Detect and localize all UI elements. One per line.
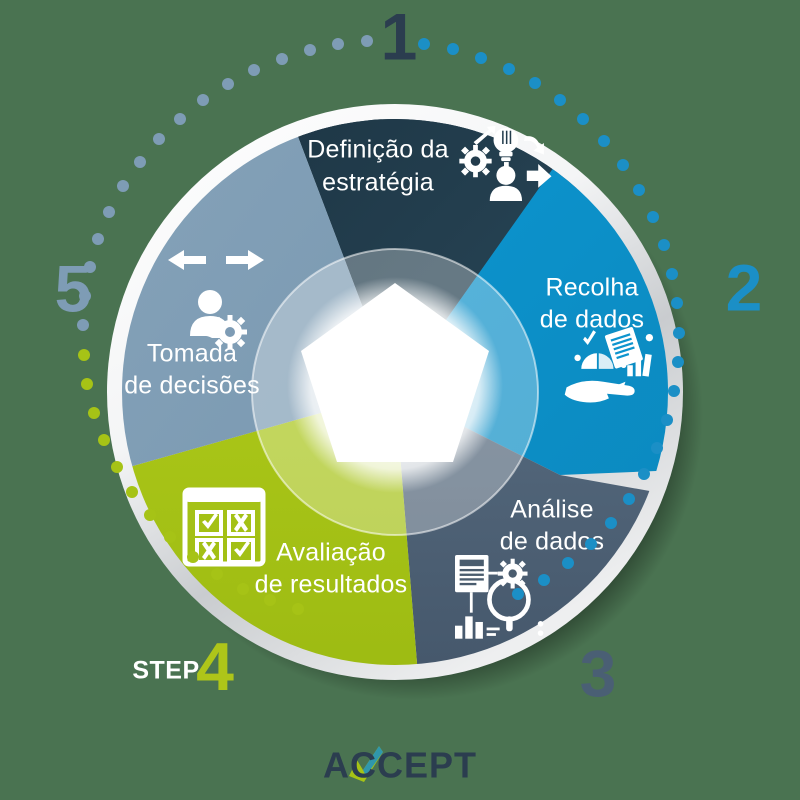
logo-text: ACCEPT bbox=[323, 745, 477, 786]
checklist-evaluation-icon bbox=[182, 487, 266, 567]
data-analysis-magnifier-chart-icon bbox=[455, 555, 544, 639]
segment-4-label: Avaliação de resultados bbox=[255, 539, 408, 599]
center-pentagon-shape bbox=[301, 283, 489, 462]
segment-5-label: Tomada de decisões bbox=[124, 340, 260, 400]
segment-1-label-line2: estratégia bbox=[322, 169, 434, 197]
accept-logo: ACCEPT bbox=[323, 745, 477, 786]
step-number-3: 3 bbox=[580, 636, 617, 710]
step-word-label: STEP bbox=[132, 657, 199, 685]
dot-arc-right bbox=[418, 38, 685, 600]
step-number-4: 4 bbox=[196, 629, 234, 705]
segment-2-label-line2: de dados bbox=[540, 306, 644, 334]
center-pentagon bbox=[287, 277, 503, 493]
segment-1-label: Definição da estratégia bbox=[307, 136, 448, 197]
step-number-1: 1 bbox=[381, 0, 418, 73]
center-disc-outline bbox=[251, 248, 539, 536]
segment-2-label: Recolha de dados bbox=[540, 274, 644, 334]
dot-arc-top-left bbox=[77, 35, 373, 331]
step-number-2: 2 bbox=[726, 250, 763, 324]
step-number-5: 5 bbox=[55, 251, 92, 325]
segment-4-label-line1: Avaliação bbox=[276, 539, 386, 567]
segment-4-label-line2: de resultados bbox=[255, 571, 408, 599]
segment-1-label-line1: Definição da bbox=[307, 136, 448, 164]
decision-arrows-user-gear-icon bbox=[168, 250, 264, 349]
logo-check-blue bbox=[363, 746, 383, 776]
dot-arc-bottom-left bbox=[78, 349, 304, 615]
segment-2-label-line1: Recolha bbox=[545, 274, 638, 302]
strategy-gears-lightbulb-icon bbox=[459, 125, 552, 201]
segment-3-label-line1: Análise bbox=[510, 496, 593, 524]
segment-5-label-line2: de decisões bbox=[124, 372, 260, 400]
hand-collecting-data-icon bbox=[564, 327, 654, 403]
segment-5-label-line1: Tomada bbox=[147, 340, 237, 368]
